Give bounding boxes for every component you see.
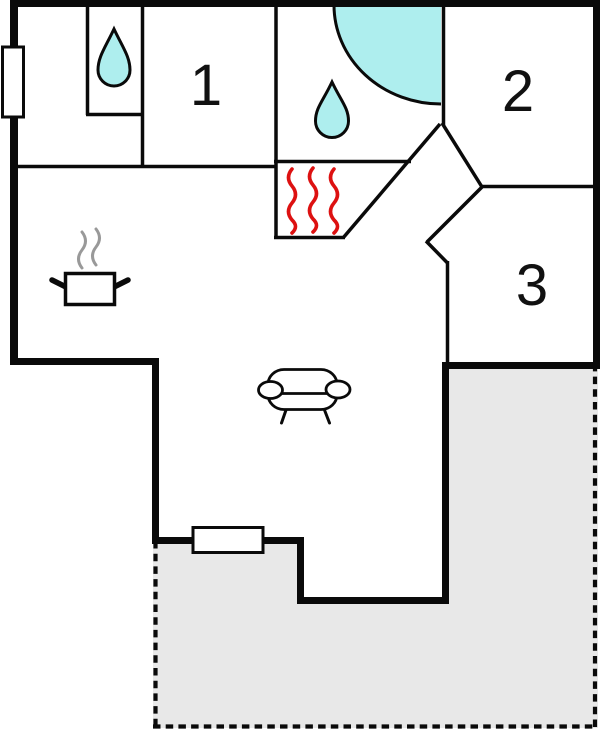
window-icon — [1, 45, 25, 119]
room-label-1: 1 — [189, 53, 223, 118]
room-label-3: 3 — [515, 253, 549, 318]
windows — [1, 45, 265, 554]
water-drop-icon — [96, 25, 132, 88]
sauna-heat-icon — [286, 166, 340, 235]
wall-room3-notch — [424, 239, 449, 265]
shower-icon — [332, 4, 442, 106]
sofa-icon — [257, 368, 352, 425]
wall-sauna-diagonal — [341, 122, 442, 240]
terrace-area — [153, 366, 598, 729]
wall-hall-diagonal — [440, 122, 484, 188]
water-drop-icon — [313, 78, 351, 139]
cooking-pot-icon — [49, 271, 131, 307]
window-icon — [191, 526, 265, 554]
steam-icon — [77, 227, 101, 270]
wall-room3-door-diagonal — [425, 185, 484, 244]
room-label-2: 2 — [501, 59, 535, 124]
